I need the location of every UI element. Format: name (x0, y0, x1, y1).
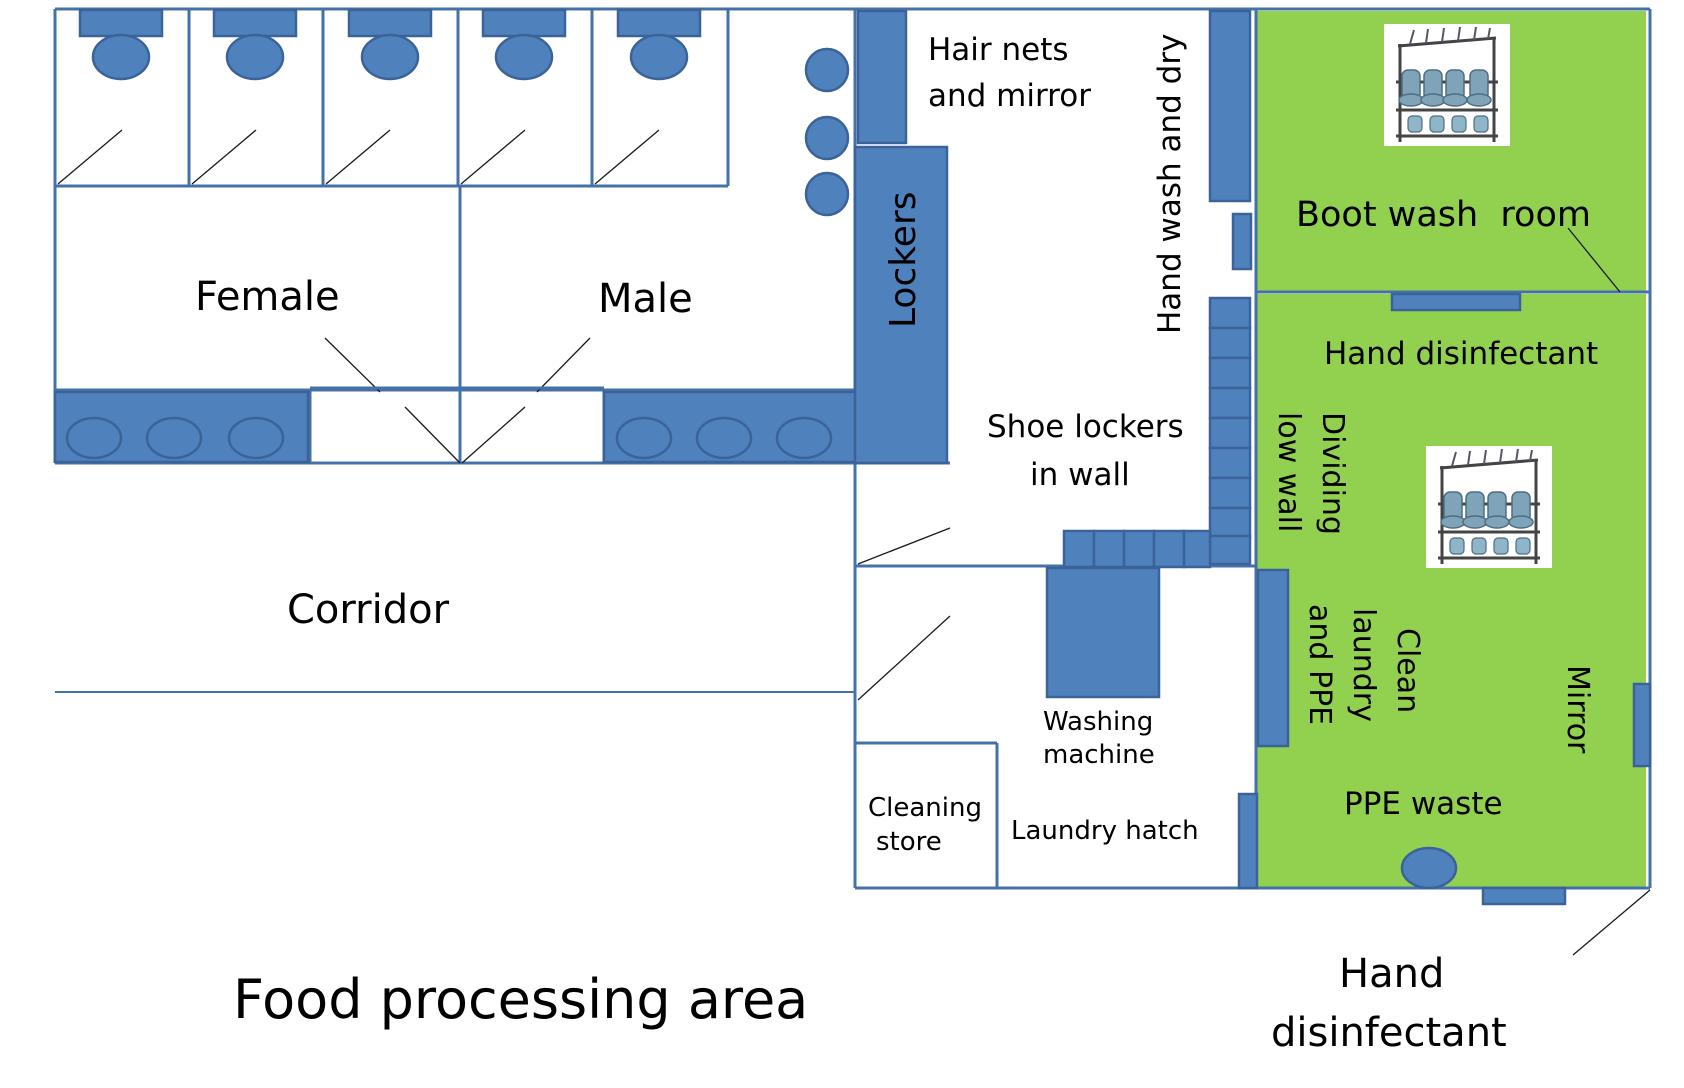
male-label: Male (598, 276, 693, 322)
urinal (804, 171, 850, 217)
toilet-bowl (91, 33, 151, 81)
shoe-locker (1152, 529, 1186, 569)
door-swings (57, 129, 1651, 956)
shoe-locker (1208, 296, 1252, 330)
boot-wash-room-label: Boot wash room (1296, 195, 1591, 235)
shoe-locker (1208, 326, 1252, 360)
shoe-locker (1182, 529, 1212, 569)
hand-wash-label: Hand wash and dry (1152, 34, 1188, 334)
hair-net-shelf (856, 9, 908, 145)
ppe-waste-bin (1400, 846, 1458, 890)
changing-area-floor (1256, 294, 1646, 889)
toilet-bowl (494, 33, 554, 81)
shoe-locker (1208, 476, 1252, 510)
urinal (804, 115, 850, 161)
toilet-bowl (360, 33, 420, 81)
shoe-locker (1208, 506, 1252, 540)
mirror-label: Mirror (1560, 665, 1595, 754)
clean-laundry-shelf (1256, 568, 1290, 748)
shoe-locker (1208, 386, 1252, 420)
toilet-bowl (225, 33, 285, 81)
washing-machine (1045, 566, 1161, 699)
shoe-locker (1208, 356, 1252, 390)
laundry-hatch-label: Laundry hatch (1011, 816, 1199, 846)
clean-laundry-label: Clean laundry and PPE (1302, 604, 1425, 725)
svg-text:low wall: low wall (1271, 412, 1306, 532)
washing-machine-label: Washing machine (1043, 707, 1161, 770)
hand-disinfectant-dispenser (1481, 886, 1567, 906)
toilet-cistern (347, 8, 433, 38)
toilet-bowl (629, 33, 689, 81)
hair-nets-label: Hair nets and mirror (928, 32, 1091, 114)
hand-dryer (1231, 212, 1253, 271)
lockers-label: Lockers (883, 191, 924, 328)
svg-text:Dividing: Dividing (1315, 412, 1350, 535)
hand-disinfectant-dispenser (1390, 292, 1522, 312)
lockers (853, 145, 949, 465)
ppe-waste-label: PPE waste (1344, 786, 1503, 822)
sink-counter-male (602, 390, 858, 464)
mirror (1632, 682, 1652, 768)
shoe-locker (1122, 529, 1156, 569)
laundry-hatch (1237, 792, 1259, 890)
hand-disinfectant-exit-label: Hand disinfectant (1271, 951, 1507, 1056)
boot-rack-icon (1424, 444, 1554, 570)
toilet-cistern (78, 8, 164, 38)
svg-text:and PPE: and PPE (1302, 604, 1337, 725)
sink-counter-female (53, 390, 310, 464)
shoe-locker (1208, 534, 1252, 566)
toilet-cistern (616, 8, 702, 38)
female-label: Female (195, 274, 340, 320)
corridor-label: Corridor (287, 587, 450, 633)
toilet-cistern (212, 8, 298, 38)
urinal (804, 47, 850, 93)
shoe-locker (1092, 529, 1126, 569)
shoe-locker (1208, 446, 1252, 480)
hand-disinfectant-label: Hand disinfectant (1324, 336, 1598, 372)
food-processing-area-label: Food processing area (233, 968, 808, 1031)
shoe-locker (1208, 416, 1252, 450)
fixtures (53, 8, 1652, 906)
svg-text:Clean: Clean (1390, 628, 1425, 713)
shoe-lockers-label: Shoe lockers in wall (987, 409, 1194, 493)
boot-rack-icon (1382, 22, 1512, 148)
toilet-cistern (481, 8, 567, 38)
hand-wash-counter (1208, 9, 1252, 203)
shoe-locker (1062, 529, 1096, 569)
cleaning-store-label: Cleaning store (868, 793, 990, 857)
svg-text:laundry: laundry (1346, 608, 1381, 722)
dividing-wall-label: Dividing low wall (1271, 412, 1350, 535)
